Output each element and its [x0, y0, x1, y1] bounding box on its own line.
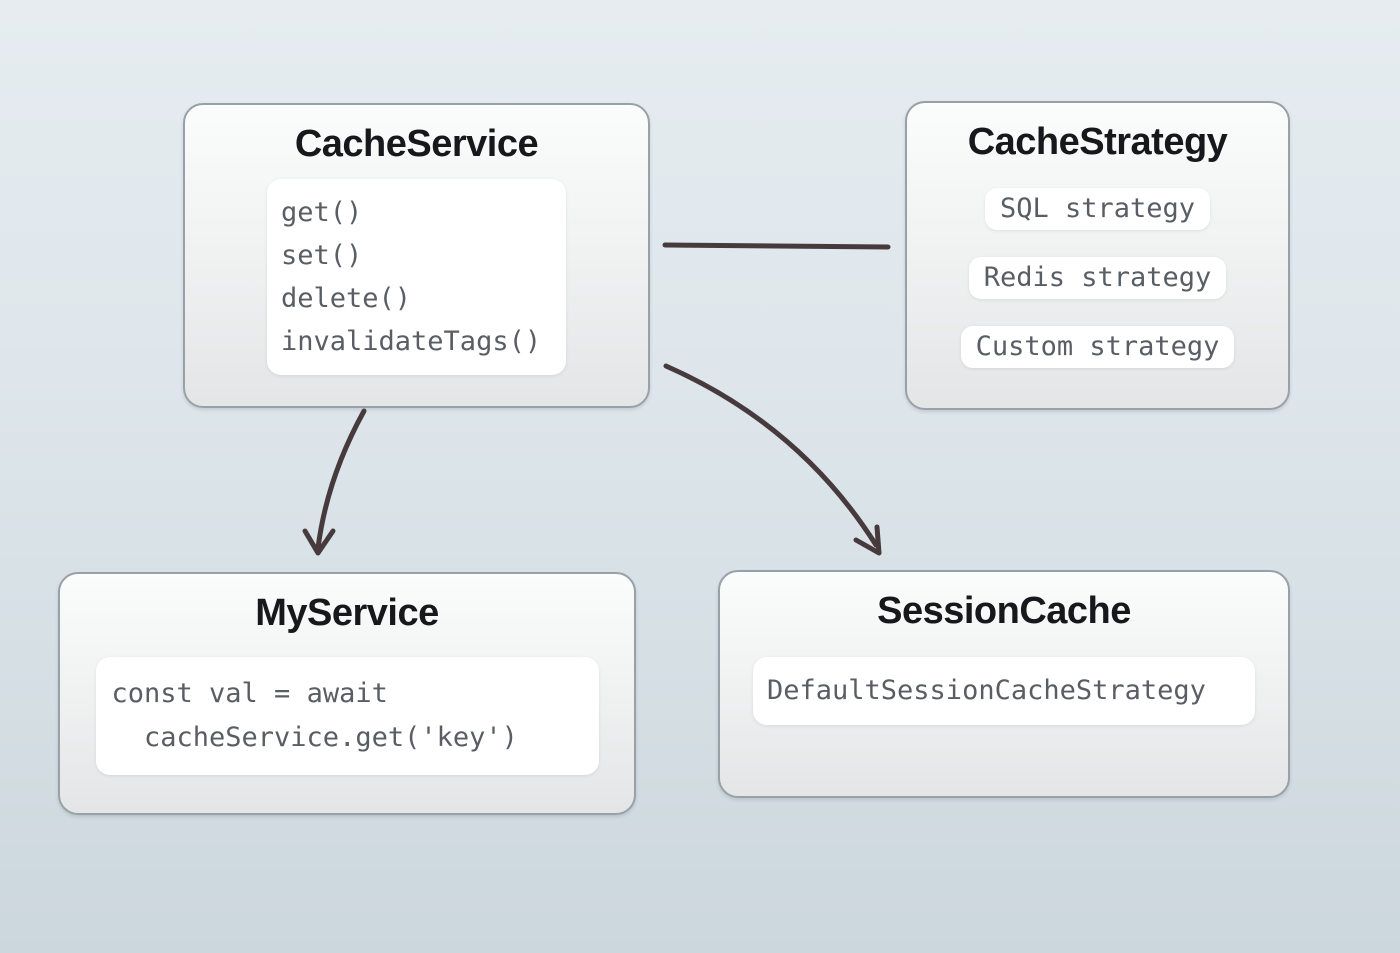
strategy-pill: SQL strategy: [984, 188, 1211, 230]
arrow-curve-cacheservice-myservice: [315, 408, 367, 551]
node-title-cache-strategy: CacheStrategy: [967, 121, 1228, 163]
method-item: delete(): [281, 283, 412, 314]
node-title-cache-service: CacheService: [294, 123, 539, 165]
method-item: invalidateTags(): [281, 326, 542, 357]
node-title-my-service: MyService: [255, 592, 439, 634]
session-cache-strategy-label: DefaultSessionCacheStrategy: [753, 657, 1255, 725]
node-my-service: MyService const val = await cacheService…: [58, 572, 636, 815]
code-line: cacheService.get('key'): [144, 722, 518, 753]
node-session-cache: SessionCache DefaultSessionCacheStrategy: [718, 570, 1290, 798]
node-cache-strategy: CacheStrategy SQL strategy Redis strateg…: [905, 101, 1290, 410]
connector-line-cacheservice-cachestrategy: [662, 242, 891, 250]
code-line: DefaultSessionCacheStrategy: [767, 675, 1206, 706]
arrowhead-cacheservice-myservice: [302, 528, 336, 556]
arrow-curve-cacheservice-sessioncache: [663, 363, 879, 548]
cache-service-method-list: get() set() delete() invalidateTags(): [267, 179, 566, 375]
code-line: const val = await: [111, 678, 388, 709]
strategy-pill-stack: SQL strategy Redis strategy Custom strat…: [960, 188, 1235, 368]
node-title-session-cache: SessionCache: [877, 590, 1131, 632]
arrowhead-cacheservice-sessioncache: [853, 524, 882, 556]
method-item: get(): [281, 197, 363, 228]
node-cache-service: CacheService get() set() delete() invali…: [183, 103, 650, 408]
my-service-code-snippet: const val = await cacheService.get('key'…: [95, 657, 599, 775]
method-item: set(): [281, 240, 363, 271]
strategy-pill: Redis strategy: [968, 257, 1227, 299]
strategy-pill: Custom strategy: [960, 326, 1235, 368]
